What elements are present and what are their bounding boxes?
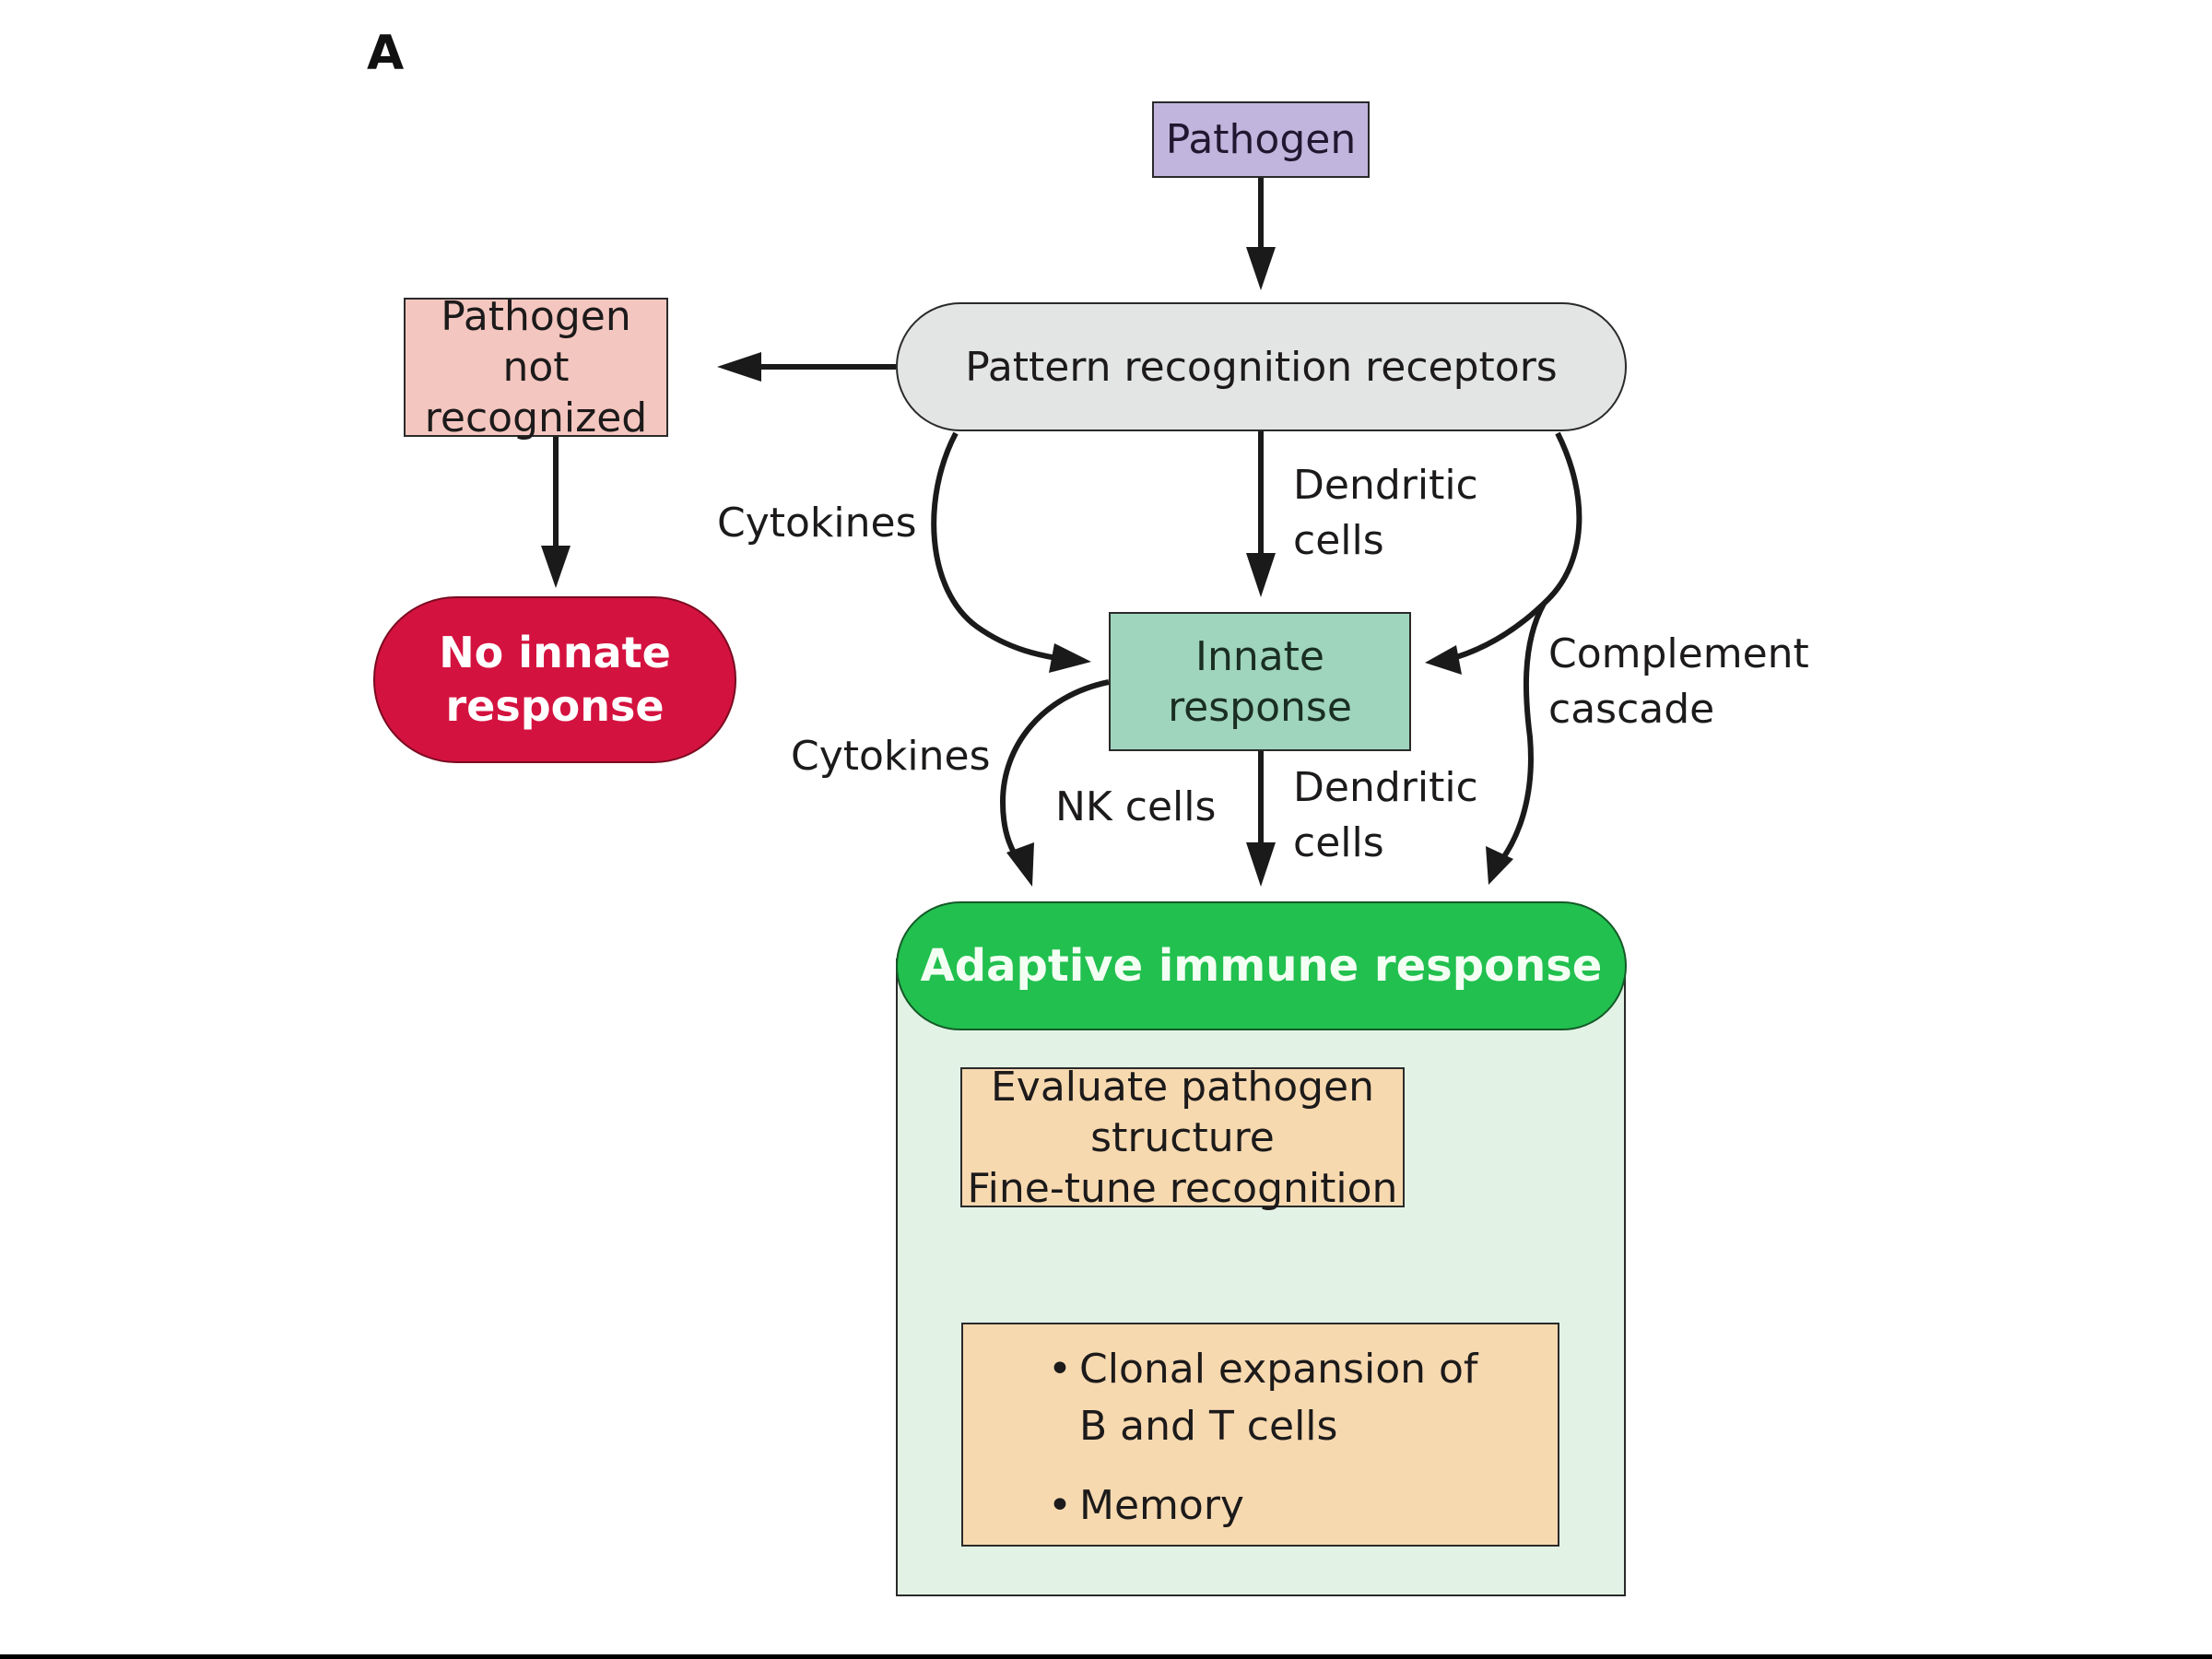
edge-label-cytokines-upper: Cytokines — [717, 500, 917, 547]
edge-label-cytokines-lower: Cytokines — [791, 733, 991, 780]
panel-label: A — [367, 26, 405, 81]
dendritic-upper-line-2: cells — [1293, 517, 1384, 564]
dendritic-upper-line-1: Dendritic — [1293, 462, 1478, 509]
innate-response-node: Innate response — [1109, 612, 1411, 751]
prr-label: Pattern recognition receptors — [965, 343, 1558, 391]
evaluate-line-1: Evaluate pathogen structure — [990, 1063, 1375, 1161]
outcome-memory-label: Memory — [1079, 1482, 1244, 1529]
evaluate-line-2: Fine-tune recognition — [967, 1164, 1398, 1212]
complement-line-1: Complement — [1548, 630, 1809, 677]
arrow-complement-to-adaptive — [1498, 602, 1547, 864]
edge-label-complement: Complement cascade — [1548, 627, 1809, 737]
pattern-recognition-receptors-node: Pattern recognition receptors — [896, 302, 1627, 431]
pathogen-label: Pathogen — [1165, 116, 1357, 163]
arrowhead — [717, 352, 761, 382]
edge-label-dendritic-upper: Dendritic cells — [1293, 458, 1478, 569]
outcome-clonal-expansion: Clonal expansion of B and T cells — [1048, 1341, 1558, 1455]
arrowhead — [1246, 247, 1276, 290]
pathogen-node: Pathogen — [1152, 101, 1370, 178]
no-innate-response-node: No innate response — [373, 596, 736, 763]
pathogen-not-recognized-node: Pathogen not recognized — [404, 293, 668, 441]
innate-line-2: response — [1168, 683, 1352, 731]
arrowhead — [1486, 846, 1513, 885]
outcome-memory: Memory — [1048, 1477, 1558, 1535]
complement-line-2: cascade — [1548, 686, 1715, 733]
arrow-innate-cytokines-to-adaptive — [999, 679, 1110, 868]
no-innate-line-1: No innate — [439, 628, 671, 677]
dendritic-lower-line-1: Dendritic — [1293, 764, 1478, 811]
adaptive-outcomes-node: Clonal expansion of B and T cells Memory — [961, 1323, 1559, 1547]
outcome-line-2: B and T cells — [1079, 1403, 1338, 1450]
not-recognized-line-2: recognized — [424, 394, 648, 441]
arrowhead — [1006, 842, 1034, 887]
evaluate-structure-node: Evaluate pathogen structure Fine-tune re… — [960, 1064, 1405, 1212]
adaptive-immune-response-node: Adaptive immune response — [896, 901, 1627, 1030]
arrow-prr-cytokines-to-innate — [931, 431, 1070, 663]
arrowhead — [1049, 643, 1091, 673]
no-innate-line-2: response — [445, 680, 665, 731]
arrowhead — [1246, 842, 1276, 887]
outcome-line-1: Clonal expansion of — [1079, 1346, 1478, 1393]
innate-line-1: Innate — [1194, 632, 1325, 680]
not-recognized-line-1: Pathogen not — [441, 293, 631, 391]
arrowhead — [1246, 553, 1276, 597]
arrowhead — [1425, 645, 1462, 675]
edge-label-dendritic-lower: Dendritic cells — [1293, 760, 1478, 871]
dendritic-lower-line-2: cells — [1293, 819, 1384, 866]
edge-label-nk-cells: NK cells — [1055, 783, 1217, 830]
bottom-border — [0, 1654, 2212, 1659]
arrowhead — [541, 546, 571, 588]
adaptive-label: Adaptive immune response — [920, 940, 1603, 992]
